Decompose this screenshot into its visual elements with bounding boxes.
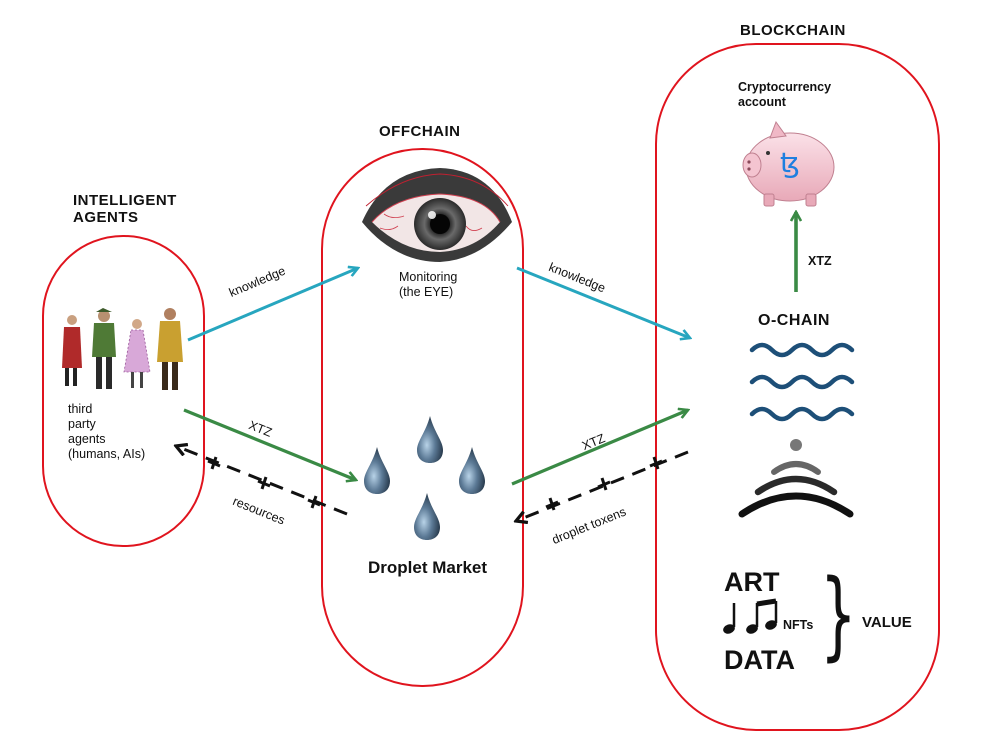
agents-title-line2: AGENTS [73, 209, 139, 226]
blockchain-title: BLOCKCHAIN [740, 22, 846, 39]
wave-icon [749, 342, 855, 422]
ochain-label: O-CHAIN [758, 312, 830, 329]
monitoring-line1: Monitoring [399, 270, 458, 284]
music-notes-icon [723, 598, 778, 634]
cryptocurrency-account-label: Cryptocurrency account [738, 80, 831, 110]
nfts-label: NFTs [783, 618, 814, 632]
value-label: VALUE [862, 614, 912, 631]
droplet-market-label: Droplet Market [368, 558, 488, 577]
offchain-frame [321, 148, 524, 687]
droplet-tokens-arrow [516, 450, 689, 521]
agents-desc-line: agents [68, 432, 106, 446]
droplet-icon [364, 416, 485, 540]
agents-desc-line: third [68, 402, 93, 416]
xtz-arrow-left [183, 408, 356, 480]
knowledge-arrow-left [187, 268, 358, 342]
agents-desc-line: party [68, 417, 96, 431]
agents-frame [42, 235, 205, 547]
knowledge-arrow-right [516, 266, 690, 338]
monitoring-label: Monitoring (the EYE) [399, 270, 457, 300]
data-label: DATA [724, 645, 795, 675]
agents-title-line1: INTELLIGENT [73, 192, 177, 209]
xtz-up-label: XTZ [808, 254, 832, 268]
signal-icon [738, 439, 854, 518]
account-line1: Cryptocurrency [738, 80, 832, 94]
curly-brace: } [820, 559, 857, 671]
agents-title: INTELLIGENT AGENTS [73, 192, 177, 226]
blockchain-frame [655, 43, 940, 731]
agents-description: third party agents (humans, AIs) [68, 402, 145, 462]
xtz-arrow-right [511, 410, 688, 486]
people-figures [62, 308, 183, 390]
piggy-bank-icon [742, 120, 835, 207]
offchain-title: OFFCHAIN [379, 123, 461, 140]
eye-icon [362, 168, 512, 262]
tezos-icon: ꜩ [780, 146, 800, 179]
monitoring-line2: (the EYE) [399, 285, 454, 299]
agents-desc-line: (humans, AIs) [68, 447, 146, 461]
art-label: ART [724, 567, 780, 597]
resources-arrow [176, 446, 348, 516]
account-line2: account [738, 95, 786, 109]
